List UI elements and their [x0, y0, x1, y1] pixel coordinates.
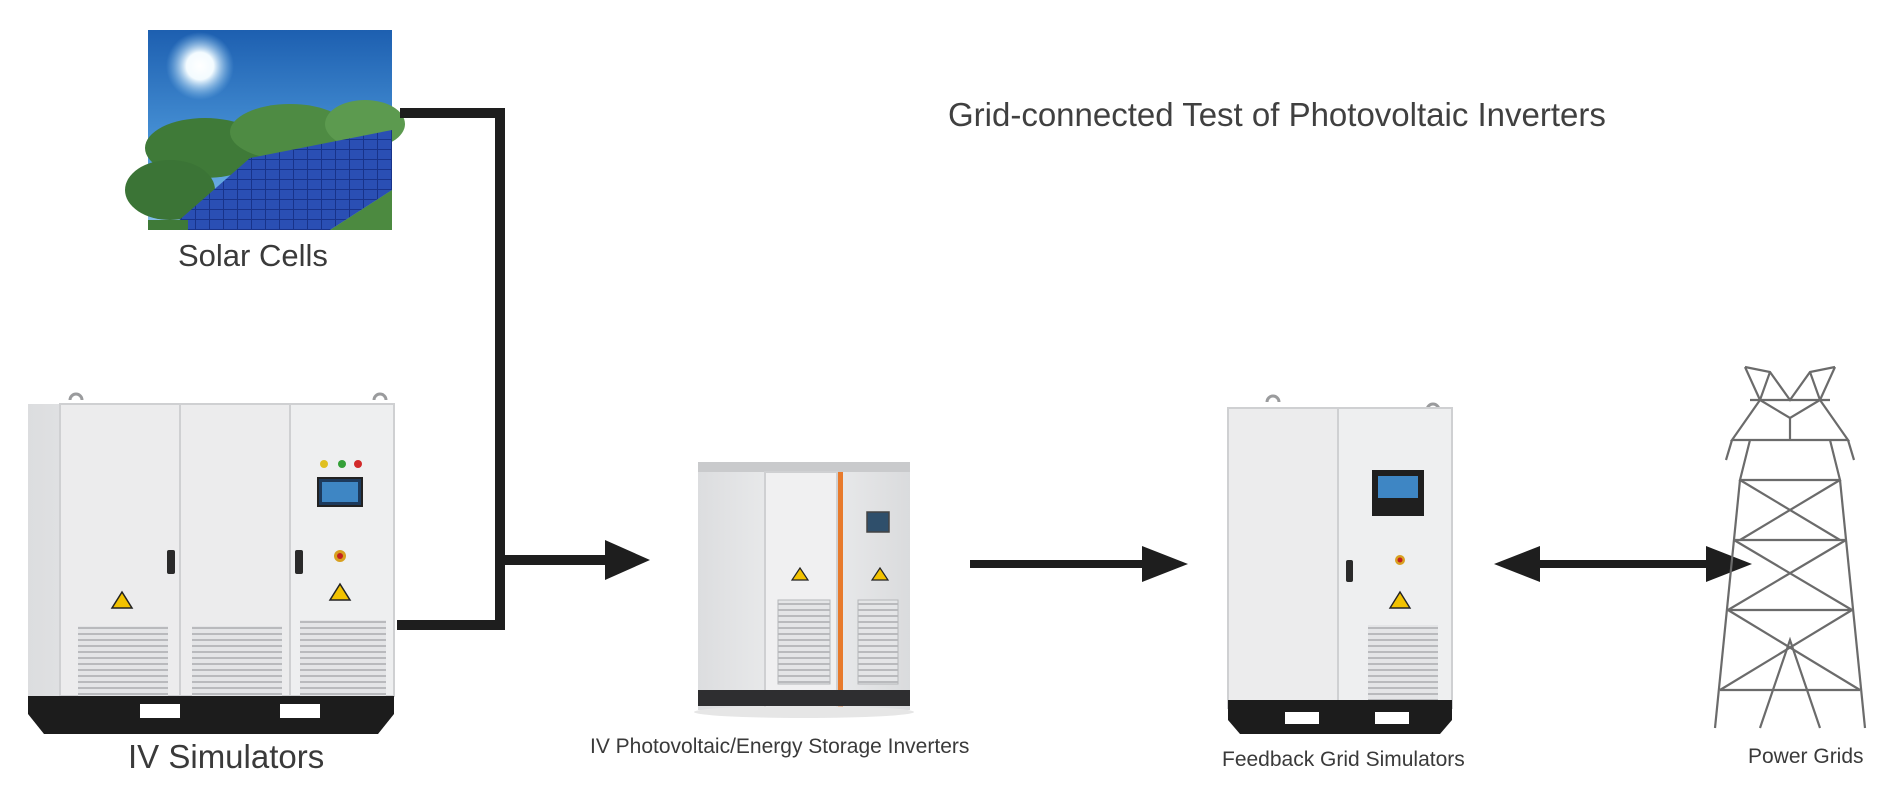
input-connector: [397, 108, 620, 630]
arrow-to-inverter: [605, 540, 650, 580]
iv-simulators-label: IV Simulators: [128, 738, 325, 775]
arrow-to-feedback: [970, 546, 1188, 582]
solar-cells-image: [125, 30, 405, 230]
page-title: Grid-connected Test of Photovoltaic Inve…: [948, 96, 1606, 133]
inverter-image: [694, 462, 914, 718]
feedback-grid-simulators-label: Feedback Grid Simulators: [1222, 748, 1465, 771]
iv-simulators-image: [28, 392, 395, 734]
solar-cells-label: Solar Cells: [178, 238, 328, 273]
inverters-label: IV Photovoltaic/Energy Storage Inverters: [590, 735, 970, 758]
feedback-grid-simulator-image: [1227, 394, 1453, 734]
power-tower-image: [1713, 365, 1867, 729]
bidirectional-arrow: [1494, 546, 1752, 582]
power-grids-label: Power Grids: [1748, 745, 1864, 768]
